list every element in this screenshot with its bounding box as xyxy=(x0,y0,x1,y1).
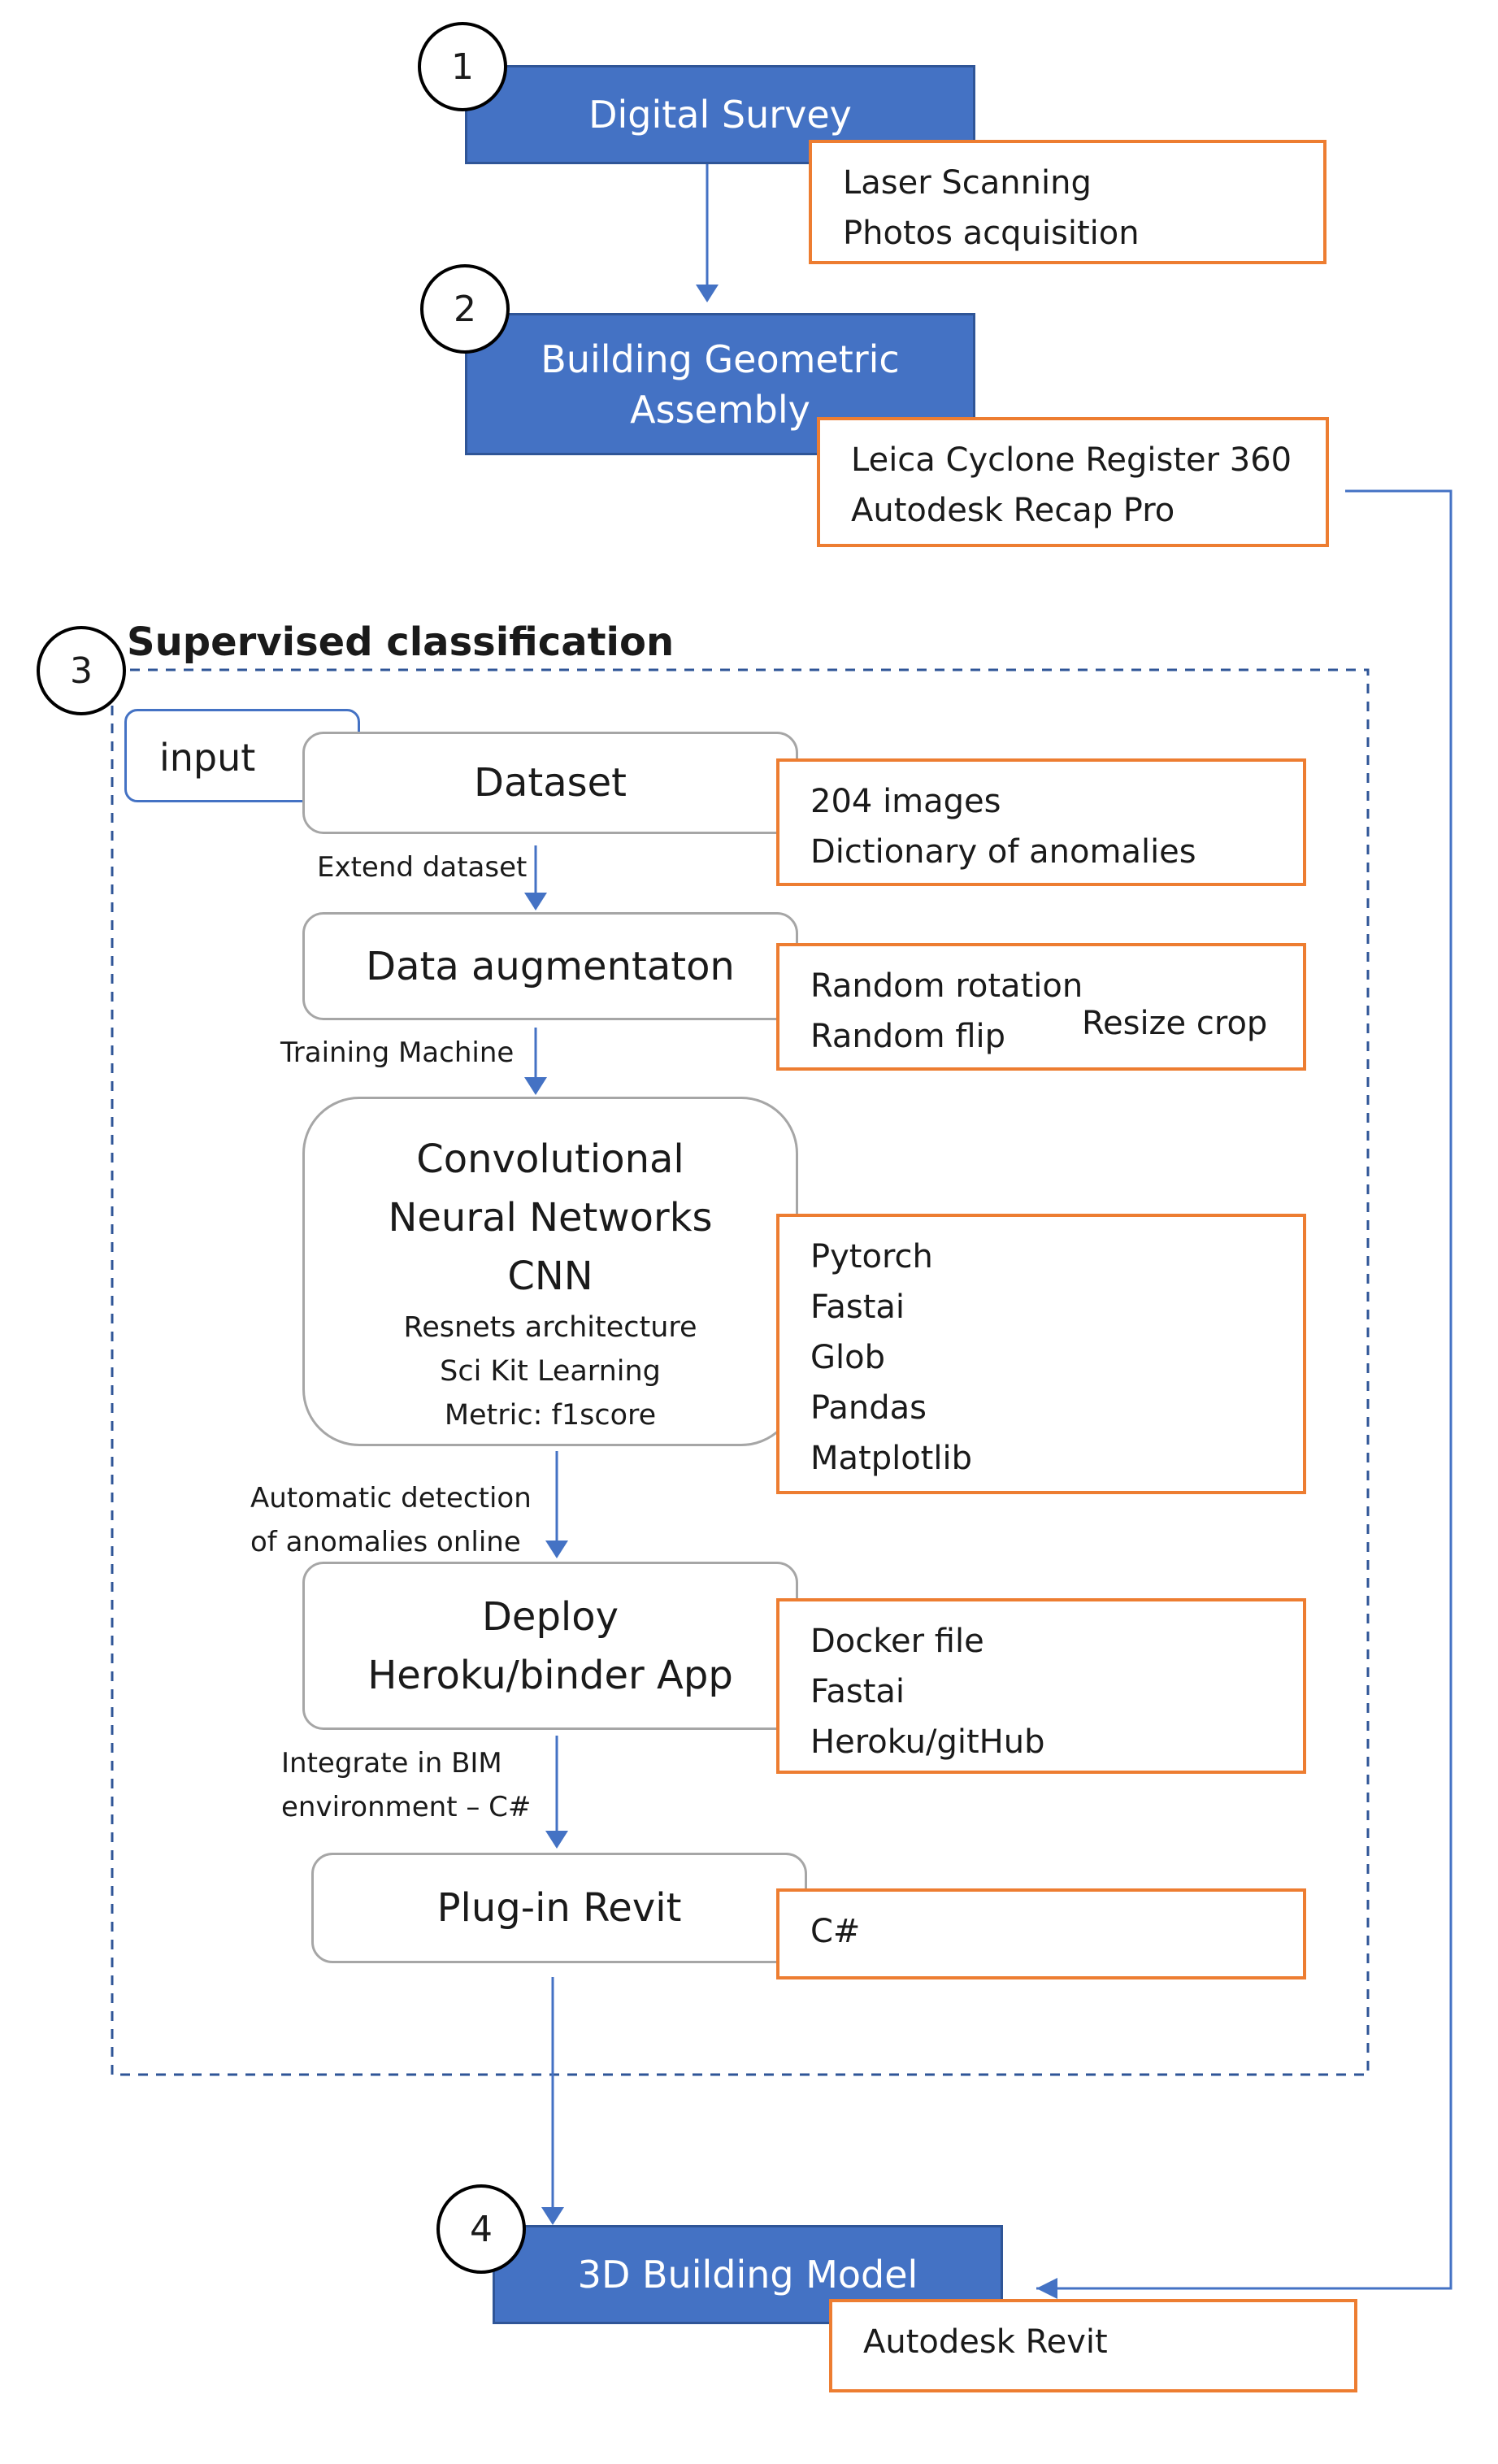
cnn-title-line: Neural Networks xyxy=(388,1195,713,1241)
plugin-revit-step: Plug-in Revit xyxy=(311,1853,807,1963)
edge-label-integrate-bim: Integrate in BIM environment – C# xyxy=(281,1741,531,1829)
dataset-title: Dataset xyxy=(474,760,627,806)
note-line: Fastai xyxy=(810,1288,905,1326)
note-line: Docker file xyxy=(810,1623,984,1660)
digital-survey-box: Digital Survey xyxy=(465,65,975,164)
note-line: 204 images xyxy=(810,783,1001,820)
note-line: Leica Cyclone Register 360 xyxy=(851,441,1292,479)
edge-line: Automatic detection xyxy=(250,1482,532,1514)
note-line: Glob xyxy=(810,1339,885,1376)
arrowhead-to-deploy xyxy=(545,1541,568,1558)
deploy-title-line: Heroku/binder App xyxy=(367,1652,733,1698)
edge-line: of anomalies online xyxy=(250,1526,521,1558)
note-line: Laser Scanning xyxy=(843,164,1092,202)
plugin-title: Plug-in Revit xyxy=(436,1885,682,1931)
note-line: Matplotlib xyxy=(810,1440,972,1477)
step-number-2: 2 xyxy=(420,264,510,354)
edge-line: environment – C# xyxy=(281,1791,532,1823)
plugin-notes: C# xyxy=(776,1888,1306,1979)
edge-line: Integrate in BIM xyxy=(281,1747,502,1780)
digital-survey-notes: Laser Scanning Photos acquisition xyxy=(809,140,1326,264)
assembly-title-line: Building Geometric xyxy=(541,337,900,381)
deploy-title-line: Deploy xyxy=(481,1593,619,1640)
note-line: Heroku/gitHub xyxy=(810,1723,1045,1761)
augmentation-title: Data augmentaton xyxy=(366,943,735,989)
arrowhead-to-cnn xyxy=(524,1077,547,1095)
input-label: input xyxy=(159,736,256,780)
step-number-4: 4 xyxy=(436,2184,526,2274)
arrowhead-to-plugin xyxy=(545,1831,568,1849)
edge-label-extend-dataset: Extend dataset xyxy=(317,851,528,884)
cnn-detail-line: Resnets architecture xyxy=(403,1311,697,1344)
assembly-notes: Leica Cyclone Register 360 Autodesk Reca… xyxy=(817,417,1329,547)
augmentation-notes: Random rotation Random flip Resize crop xyxy=(776,943,1306,1071)
cnn-title-line: CNN xyxy=(507,1254,593,1299)
step-number-3: 3 xyxy=(37,626,126,715)
dataset-notes: 204 images Dictionary of anomalies xyxy=(776,758,1306,886)
cnn-detail-line: Sci Kit Learning xyxy=(440,1355,661,1388)
arrowhead-to-augmentation xyxy=(524,893,547,910)
note-line: Autodesk Revit xyxy=(863,2323,1108,2361)
note-line: Pandas xyxy=(810,1389,927,1427)
note-line: C# xyxy=(810,1913,861,1950)
supervised-classification-title: Supervised classification xyxy=(127,619,675,665)
note-line: Autodesk Recap Pro xyxy=(851,492,1175,529)
deploy-step: Deploy Heroku/binder App xyxy=(302,1562,798,1730)
arrow-assembly-to-model xyxy=(1036,489,1452,2290)
3d-building-model-box: 3D Building Model xyxy=(493,2225,1003,2324)
edge-label-training-machine: Training Machine xyxy=(280,1036,515,1069)
cnn-step: Convolutional Neural Networks CNN Resnet… xyxy=(302,1097,798,1446)
arrowhead-survey-to-assembly xyxy=(696,285,719,302)
note-line: Random rotation xyxy=(810,967,1083,1005)
arrowhead-to-model xyxy=(541,2207,564,2225)
digital-survey-title: Digital Survey xyxy=(588,93,852,137)
note-line: Dictionary of anomalies xyxy=(810,833,1196,871)
assembly-title-line: Assembly xyxy=(630,387,810,432)
note-line: Fastai xyxy=(810,1673,905,1710)
step-number-1: 1 xyxy=(418,22,507,111)
note-line: Photos acquisition xyxy=(843,215,1140,252)
edge-label-automatic-detection: Automatic detection of anomalies online xyxy=(250,1476,532,1564)
note-line: Pytorch xyxy=(810,1238,933,1275)
supervised-classification-frame xyxy=(111,668,1370,2076)
dataset-step: Dataset xyxy=(302,732,798,834)
cnn-title-line: Convolutional xyxy=(416,1136,684,1182)
note-line: Random flip xyxy=(810,1018,1006,1055)
cnn-notes: Pytorch Fastai Glob Pandas Matplotlib xyxy=(776,1214,1306,1494)
arrowhead-to-model-side xyxy=(1036,2278,1057,2299)
3d-building-model-notes: Autodesk Revit xyxy=(829,2299,1357,2392)
cnn-detail-line: Metric: f1score xyxy=(444,1399,657,1432)
data-augmentation-step: Data augmentaton xyxy=(302,912,798,1020)
deploy-notes: Docker file Fastai Heroku/gitHub xyxy=(776,1598,1306,1774)
note-resize-crop: Resize crop xyxy=(1082,1005,1268,1042)
3d-building-model-title: 3D Building Model xyxy=(577,2253,918,2297)
